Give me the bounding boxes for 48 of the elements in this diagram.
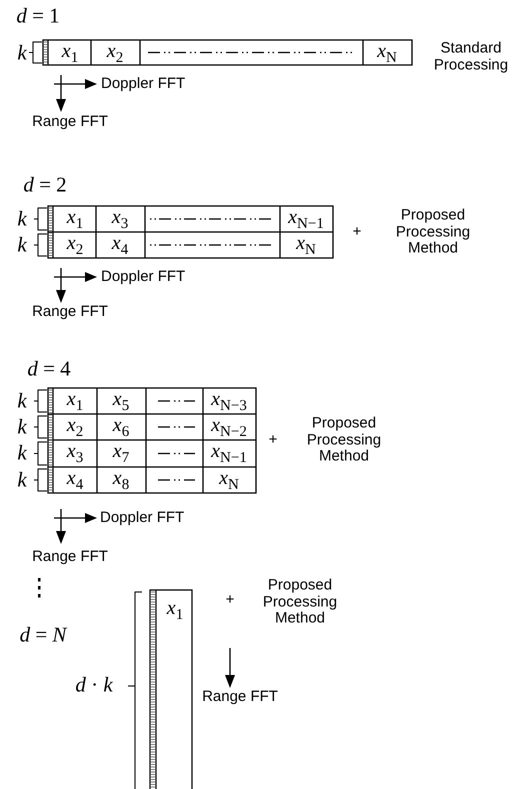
variable-label: x$_{N−1}$ — [211, 440, 247, 466]
equation-label: d = 2 — [23, 173, 67, 197]
variable-label: x$_{N−1}$ — [288, 206, 324, 232]
variable-label: x$_{1}$ — [66, 388, 84, 414]
variable-label: x$_{2}$ — [66, 232, 84, 258]
variable-label: x$_{1}$ — [166, 596, 184, 624]
axis-label: Range FFT — [32, 114, 108, 130]
variable-label: k — [17, 389, 27, 413]
variable-label: x$_{4}$ — [66, 466, 84, 494]
variable-label: x$_{1}$ — [66, 206, 84, 232]
variable-label: x$_{N−3}$ — [211, 388, 247, 414]
variable-label: x$_{5}$ — [112, 388, 130, 414]
equation-label: d = N — [20, 623, 66, 647]
variable-label: k — [17, 468, 27, 492]
variable-label: x$_{1}$ — [62, 40, 78, 66]
variable-label: x$_{N}$ — [219, 466, 239, 494]
variable-label: x$_{4}$ — [112, 232, 128, 258]
axis-label: Range FFT — [32, 548, 108, 566]
equation-label: d = 1 — [16, 4, 60, 28]
variable-label: k — [17, 207, 27, 231]
variable-label: k — [17, 233, 27, 257]
variable-label: k — [17, 441, 27, 465]
equation-label: d · k — [75, 673, 113, 697]
variable-label: k — [17, 41, 27, 65]
variable-label: x$_{8}$ — [112, 466, 130, 494]
processing-label: Proposed Processing Method — [394, 207, 472, 257]
axis-label: Doppler FFT — [101, 268, 186, 286]
axis-label: Doppler FFT — [101, 76, 186, 92]
variable-label: x$_{7}$ — [112, 440, 130, 466]
axis-label: Range FFT — [32, 304, 108, 320]
variable-label: x$_{N}$ — [296, 232, 316, 258]
variable-label: x$_{N−2}$ — [211, 414, 247, 440]
variable-label: x$_{2}$ — [106, 40, 124, 66]
plus-sign: + — [268, 432, 278, 448]
equation-label: d = 4 — [27, 357, 71, 381]
variable-label: x$_{N}$ — [377, 40, 397, 66]
axis-label: Doppler FFT — [100, 510, 184, 526]
plus-sign: + — [352, 224, 362, 240]
axis-label: Range FFT — [202, 688, 278, 706]
processing-label: Proposed Processing Method — [262, 577, 338, 627]
processing-label: Proposed Processing Method — [306, 415, 382, 465]
variable-label: x$_{3}$ — [66, 440, 84, 466]
variable-label: k — [17, 415, 27, 439]
variable-label: x$_{2}$ — [66, 414, 84, 440]
plus-sign: + — [226, 592, 234, 608]
processing-label: Standard Processing — [432, 40, 510, 74]
variable-label: x$_{6}$ — [112, 414, 130, 440]
variable-label: x$_{3}$ — [112, 206, 128, 232]
